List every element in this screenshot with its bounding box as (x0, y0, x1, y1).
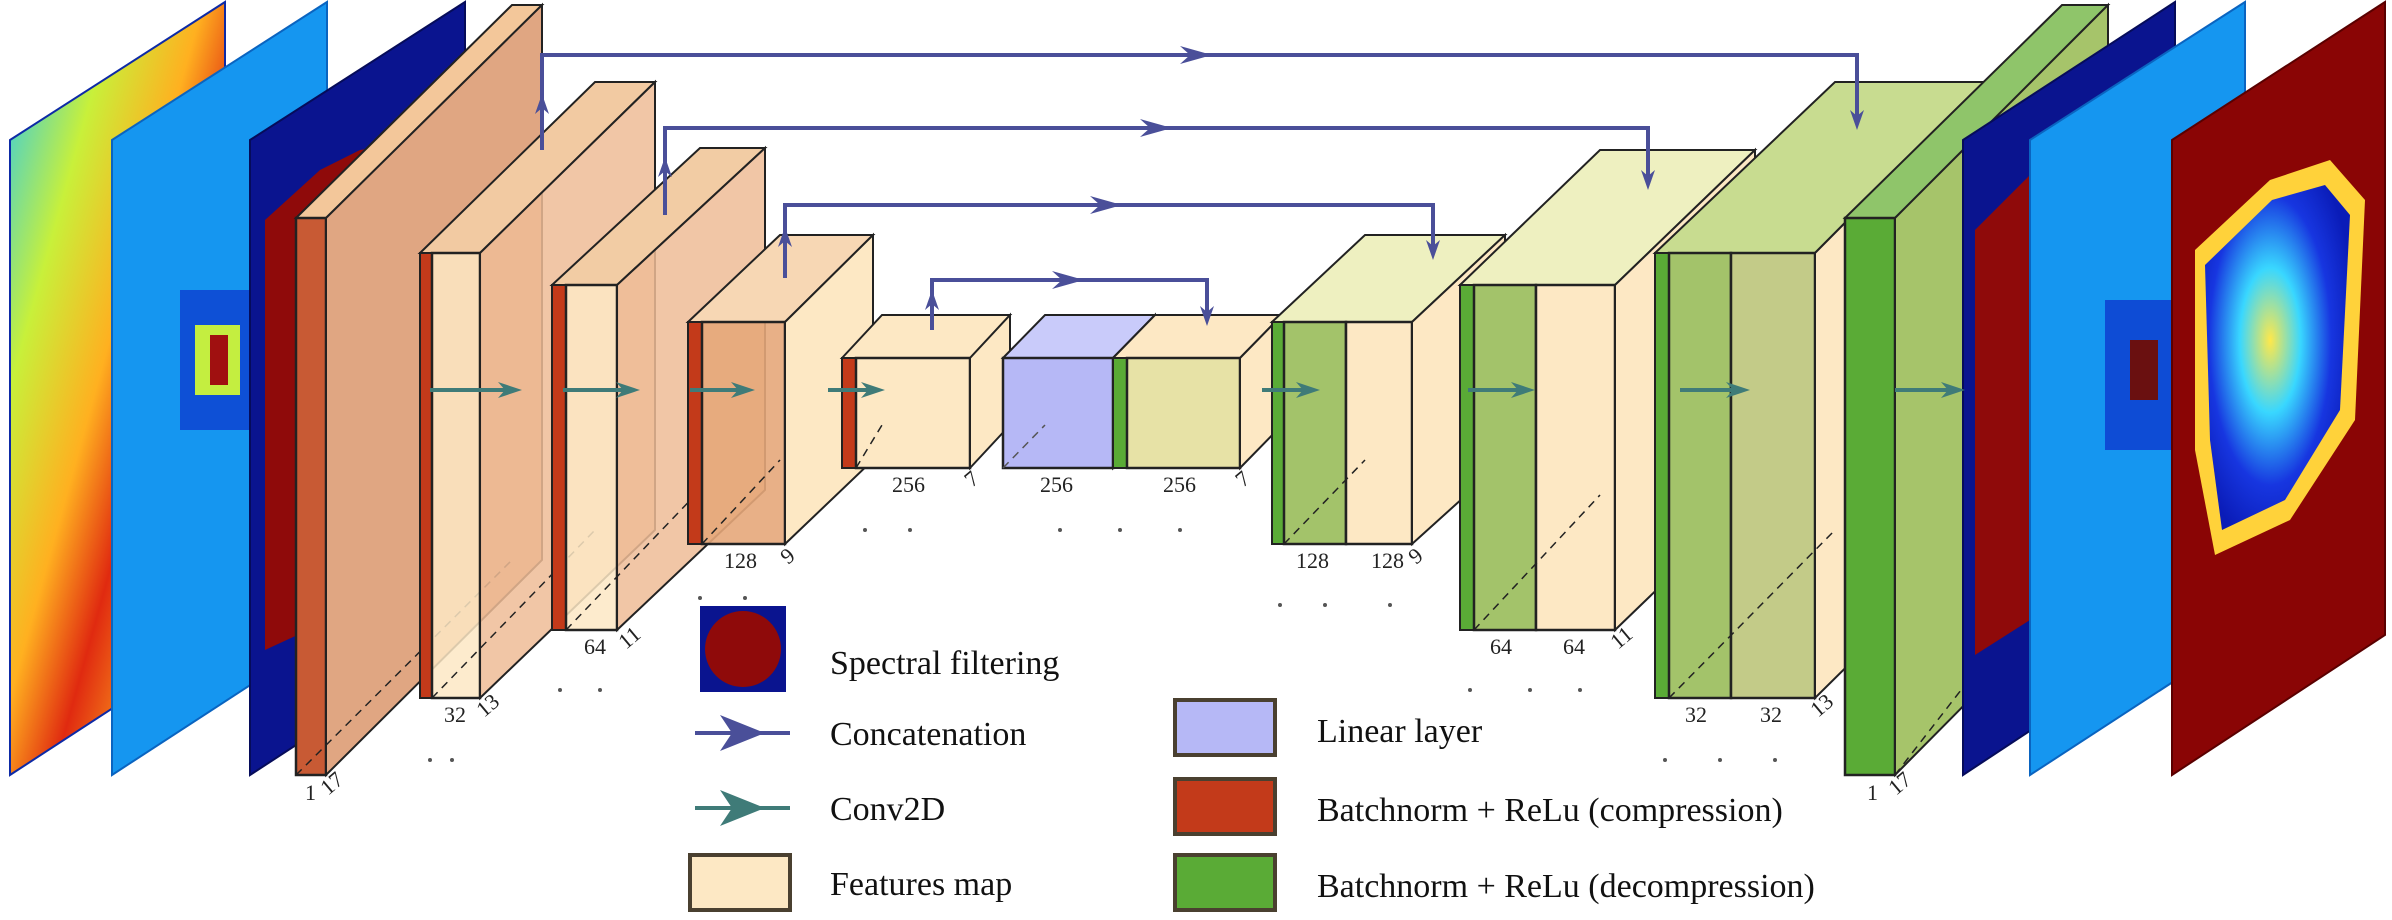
dim-label: 128 (1371, 548, 1404, 573)
linear-swatch (1173, 698, 1277, 757)
dim-label: 64 (1490, 634, 1512, 659)
dim-label: 9 (775, 543, 799, 569)
legend-item-linear: Linear layer (1173, 698, 1483, 757)
dim-label: 1 (1867, 780, 1878, 805)
skip-connection-4 (925, 271, 1214, 330)
dim-label: 64 (1563, 634, 1585, 659)
dim-label: 64 (584, 634, 606, 659)
bottleneck-decoder-block (1110, 312, 1285, 471)
legend: Spectral filtering Concatenation Conv2D … (688, 606, 1815, 912)
features-swatch (688, 853, 792, 912)
legend-label-features: Features map (830, 866, 1012, 903)
dim-label: 32 (444, 702, 466, 727)
skip-connection-1 (535, 46, 1864, 150)
skip-connection-2 (658, 119, 1655, 215)
legend-item-spectral: Spectral filtering (700, 606, 1059, 692)
legend-item-concat: Concatenation (695, 715, 1026, 753)
dim-label: 32 (1685, 702, 1707, 727)
skip-connection-3 (778, 196, 1440, 278)
dim-label: 128 (1296, 548, 1329, 573)
dim-label: 256 (1040, 472, 1073, 497)
dim-label: 128 (724, 548, 757, 573)
legend-item-features: Features map (688, 853, 1012, 912)
dim-label: 32 (1760, 702, 1782, 727)
dim-label: 9 (1403, 543, 1427, 569)
bn-decomp-swatch (1173, 853, 1277, 912)
output-heatmap-plane (2171, 0, 2386, 777)
legend-item-bn-comp: Batchnorm + ReLu (compression) (1173, 777, 1783, 836)
dim-label: 1 (305, 780, 316, 805)
legend-label-conv: Conv2D (830, 791, 945, 828)
legend-label-linear: Linear layer (1317, 713, 1483, 750)
ellipsis-dots (428, 528, 1777, 762)
legend-label-spectral: Spectral filtering (830, 645, 1059, 682)
legend-label-bn-comp: Batchnorm + ReLu (compression) (1317, 792, 1783, 829)
dim-label: 256 (892, 472, 925, 497)
dim-label: 256 (1163, 472, 1196, 497)
legend-item-conv: Conv2D (695, 790, 945, 828)
legend-item-bn-decomp: Batchnorm + ReLu (decompression) (1173, 853, 1815, 912)
dim-label: 7 (959, 466, 983, 492)
dim-label: 7 (1230, 466, 1254, 492)
bn-comp-swatch (1173, 777, 1277, 836)
encoder-block-5 (839, 312, 1013, 471)
legend-label-concat: Concatenation (830, 716, 1026, 753)
legend-label-bn-decomp: Batchnorm + ReLu (decompression) (1317, 868, 1815, 905)
